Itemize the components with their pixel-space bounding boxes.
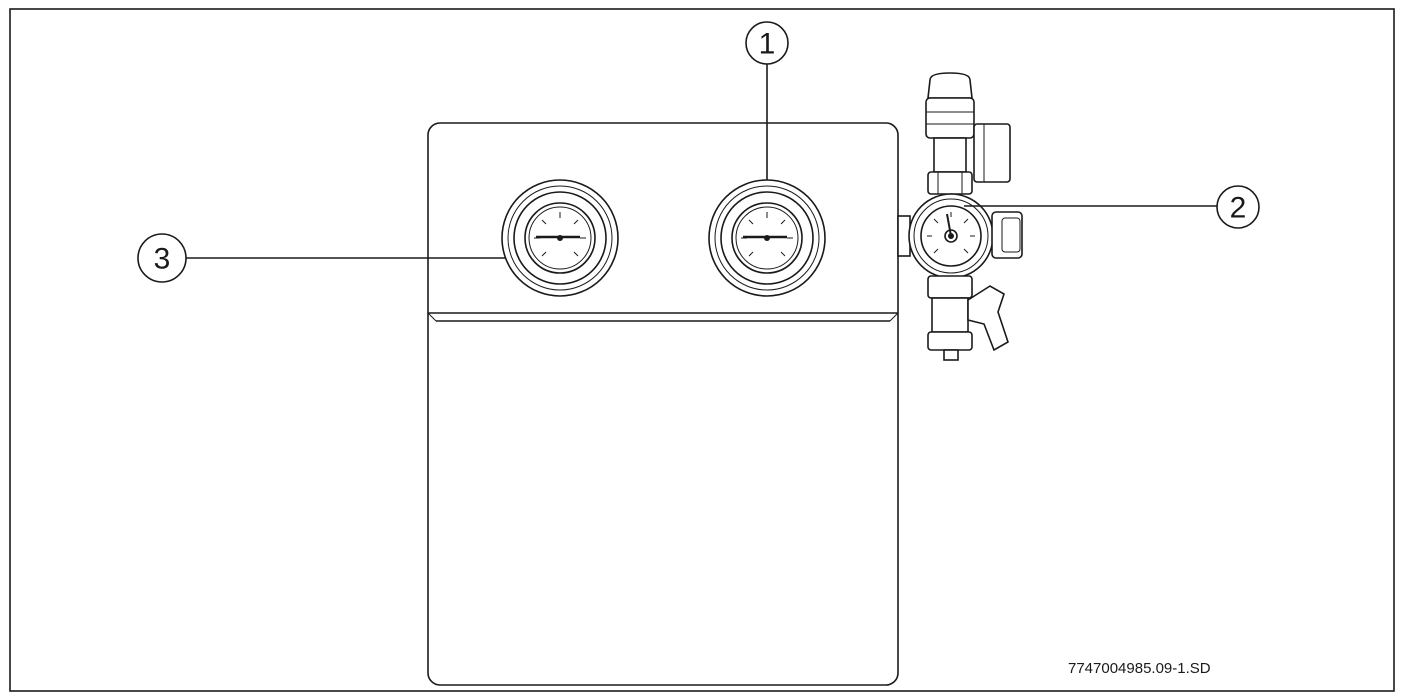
safety-valve-body bbox=[925, 97, 975, 139]
callout-3: 3 bbox=[137, 233, 187, 283]
valve-stem bbox=[933, 137, 967, 173]
callout-1-number: 1 bbox=[759, 28, 776, 61]
drain-cap bbox=[927, 331, 973, 351]
outer-frame bbox=[9, 8, 1395, 692]
thermometer-right bbox=[708, 179, 826, 297]
callout-2-number: 2 bbox=[1230, 192, 1247, 225]
valve-side-outlet bbox=[973, 123, 1011, 183]
safety-group bbox=[897, 72, 1023, 361]
thermometer-left bbox=[501, 179, 619, 297]
drain-tip bbox=[943, 349, 959, 361]
station-housing bbox=[427, 122, 899, 686]
lower-body bbox=[931, 297, 969, 333]
callout-1: 1 bbox=[745, 21, 789, 65]
drain-handle bbox=[967, 285, 1009, 352]
housing-body bbox=[427, 122, 899, 686]
upper-nut bbox=[927, 171, 973, 195]
divider-notch-left bbox=[427, 312, 437, 322]
safety-valve-cap bbox=[927, 72, 973, 99]
lower-nut bbox=[927, 275, 973, 299]
callout-3-number: 3 bbox=[154, 243, 171, 276]
divider-notch-right bbox=[889, 312, 899, 322]
callout-2: 2 bbox=[1216, 185, 1260, 229]
gauge-right-fitting bbox=[991, 211, 1023, 259]
reference-code: 7747004985.09-1.SD bbox=[1068, 660, 1211, 677]
